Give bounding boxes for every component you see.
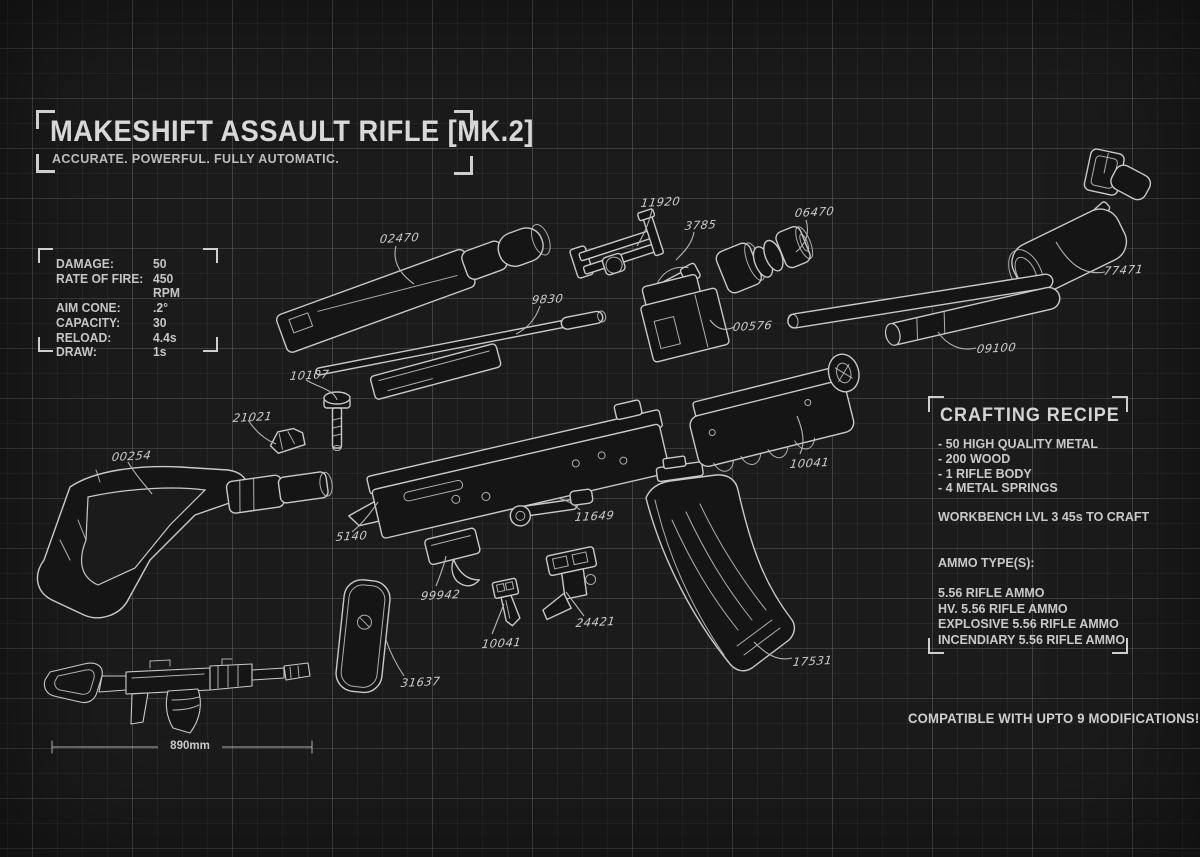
assembled-rifle-drawing (43, 658, 313, 754)
stat-value: 450 RPM (153, 271, 180, 301)
trigger-assembly-drawing (542, 546, 598, 621)
title-bracket-bl (36, 154, 55, 173)
ammo-type: HV. 5.56 RIFLE AMMO (938, 601, 1068, 616)
trunnion-block-drawing (640, 266, 730, 363)
stat-row-rate-of-fire: RATE OF FIRE: 450 RPM (56, 272, 203, 301)
page-subtitle: ACCURATE. POWERFUL. FULLY AUTOMATIC. (52, 151, 340, 166)
recipe-bracket-tl (928, 396, 944, 412)
stat-label: RELOAD: (56, 330, 112, 345)
stat-row-draw: DRAW: 1s (56, 345, 203, 360)
recipe-bracket-br (1112, 638, 1128, 654)
part-label-screw: 10107 (288, 366, 331, 384)
curved-magazine-drawing (645, 455, 796, 672)
stat-label: DAMAGE: (56, 257, 114, 271)
bolt-carrier-drawing (569, 208, 664, 279)
stat-value: 1s (153, 345, 167, 360)
part-label-tube-stock: 77471 (1102, 261, 1145, 279)
crafting-recipe-heading: CRAFTING RECIPE (940, 405, 1120, 426)
stat-value: .2° (153, 301, 168, 316)
part-label-handguard: 10041 (788, 454, 831, 472)
muzzle-brake-drawing (715, 226, 814, 294)
recipe-bracket-tr (1112, 396, 1128, 412)
stats-panel: DAMAGE: 50 RATE OF FIRE: 450 RPM AIM CONE:… (56, 257, 203, 360)
ammo-type: EXPLOSIVE 5.56 RIFLE AMMO (938, 617, 1119, 632)
ingredient: - 50 HIGH QUALITY METAL (938, 437, 1098, 451)
ammo-heading: AMMO TYPE(S): (938, 556, 1035, 570)
ingredient: - 200 WOOD (938, 451, 1011, 466)
part-label-linkage: 11649 (573, 507, 616, 525)
receiver-cover-drawing (275, 223, 551, 353)
hammer-drawing (424, 527, 481, 587)
sear-drawing (491, 577, 521, 627)
ammo-type: INCENDIARY 5.56 RIFLE AMMO (938, 632, 1126, 647)
part-label-shovel-grip: 00254 (110, 447, 153, 465)
part-label-firing-pin: 3785 (684, 217, 718, 233)
stat-label: DRAW: (56, 345, 97, 360)
stats-bracket-tr (203, 248, 218, 263)
bolt-screw-drawing (323, 391, 351, 451)
part-label-bracket: 21021 (231, 408, 274, 426)
stat-row-damage: DAMAGE: 50 (56, 257, 203, 272)
title-bracket-tr (454, 110, 473, 129)
stat-label: CAPACITY: (56, 315, 121, 330)
stats-bracket-bl (38, 337, 53, 352)
part-label-receiver-cover: 02470 (378, 229, 421, 247)
workbench-note: WORKBENCH LVL 3 45s TO CRAFT (938, 510, 1150, 524)
part-label-recoil-spring: 9830 (531, 291, 565, 307)
stat-label: AIM CONE: (56, 301, 121, 316)
stats-bracket-br (203, 337, 218, 352)
page-title: MAKESHIFT ASSAULT RIFLE [MK.2] (50, 115, 534, 148)
part-label-pistol-grip: 31637 (399, 673, 442, 691)
ingredient: - 4 METAL SPRINGS (938, 481, 1058, 496)
part-label-barrel: 09100 (975, 339, 1018, 357)
recoil-spring-rod-drawing (315, 310, 607, 376)
receiver-body-drawing (348, 399, 671, 539)
dimension-label: 890mm (158, 740, 222, 752)
part-label-hammer: 99942 (419, 586, 462, 604)
ammo-type: 5.56 RIFLE AMMO (938, 586, 1045, 600)
recipe-bracket-bl (928, 638, 944, 654)
pistol-grip-drawing (335, 579, 391, 694)
part-label-magazine: 17531 (791, 652, 834, 670)
tube-stock-drawing (1008, 148, 1152, 298)
stat-row-reload: RELOAD: 4.4s (56, 331, 203, 346)
compatibility-note: COMPATIBLE WITH UPTO 9 MODIFICATIONS! (908, 711, 1200, 726)
stats-bracket-tl (38, 248, 53, 263)
crafting-ingredients: - 50 HIGH QUALITY METAL - 200 WOOD - 1 R… (938, 437, 1098, 496)
ingredient: - 1 RIFLE BODY (938, 466, 1032, 481)
leader-lines (127, 209, 1106, 677)
stat-row-aim-cone: AIM CONE: .2° (56, 301, 203, 316)
part-label-trigger-assembly: 24421 (574, 613, 617, 631)
ammo-type-list: 5.56 RIFLE AMMO HV. 5.56 RIFLE AMMO EXPL… (938, 586, 1125, 648)
op-rod-linkage-drawing (509, 488, 594, 527)
barrel-gas-tube-drawing (787, 273, 1061, 346)
part-label-bolt-carrier: 11920 (639, 193, 682, 211)
shovel-grip-stock-drawing (36, 465, 333, 619)
stat-row-capacity: CAPACITY: 30 (56, 316, 203, 331)
part-label-receiver-body: 5140 (335, 528, 369, 544)
part-label-sear: 10041 (480, 634, 523, 652)
title-bracket-tl (36, 110, 55, 129)
title-bracket-br (454, 156, 473, 175)
stat-value: 30 (153, 315, 167, 330)
spring-plate-drawing (369, 343, 502, 400)
rail-bracket-drawing (269, 427, 306, 454)
stat-value: 50 (153, 257, 167, 271)
handguard-drawing (689, 353, 860, 472)
part-label-trunnion: 00576 (731, 317, 774, 335)
stat-value: 4.4s (153, 330, 177, 345)
part-label-muzzle-brake: 06470 (793, 203, 836, 221)
stat-label: RATE OF FIRE: (56, 271, 144, 286)
